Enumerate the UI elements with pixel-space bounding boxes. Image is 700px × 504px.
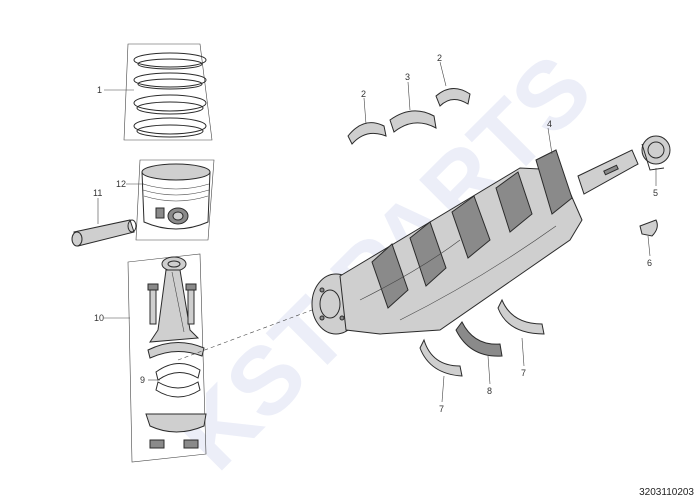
callout-4: 4 [547, 119, 552, 129]
piston-rings [123, 43, 213, 141]
callout-5: 5 [653, 188, 658, 198]
lower-main-bearings [419, 298, 545, 377]
callout-8: 8 [487, 386, 492, 396]
callout-7-left: 7 [439, 404, 444, 414]
rod-pointer-line [177, 309, 313, 361]
callout-3: 3 [405, 72, 410, 82]
crankshaft [311, 149, 639, 335]
callout-labels: 1 2 3 2 4 5 6 7 7 8 7 9 10 11 12 [93, 53, 658, 414]
callout-2-left: 2 [361, 89, 366, 99]
piston-pin [71, 219, 137, 247]
callout-1: 1 [97, 85, 102, 95]
callout-6: 6 [647, 258, 652, 268]
woodruff-key [639, 219, 658, 237]
callout-11: 11 [93, 188, 102, 198]
upper-main-bearings [347, 88, 471, 145]
piston [135, 159, 215, 241]
callout-2-right: 2 [437, 53, 442, 63]
callout-12: 12 [116, 179, 126, 189]
rod-bearing [155, 363, 201, 398]
drawing-code: 3203110203 [639, 487, 694, 498]
callout-10: 10 [94, 313, 104, 323]
connecting-rod [127, 253, 207, 463]
leader-lines [97, 61, 657, 403]
timing-gear [641, 135, 671, 171]
rod-cap [145, 413, 207, 449]
callout-9: 9 [140, 375, 145, 385]
callout-7-right: 7 [521, 368, 526, 378]
